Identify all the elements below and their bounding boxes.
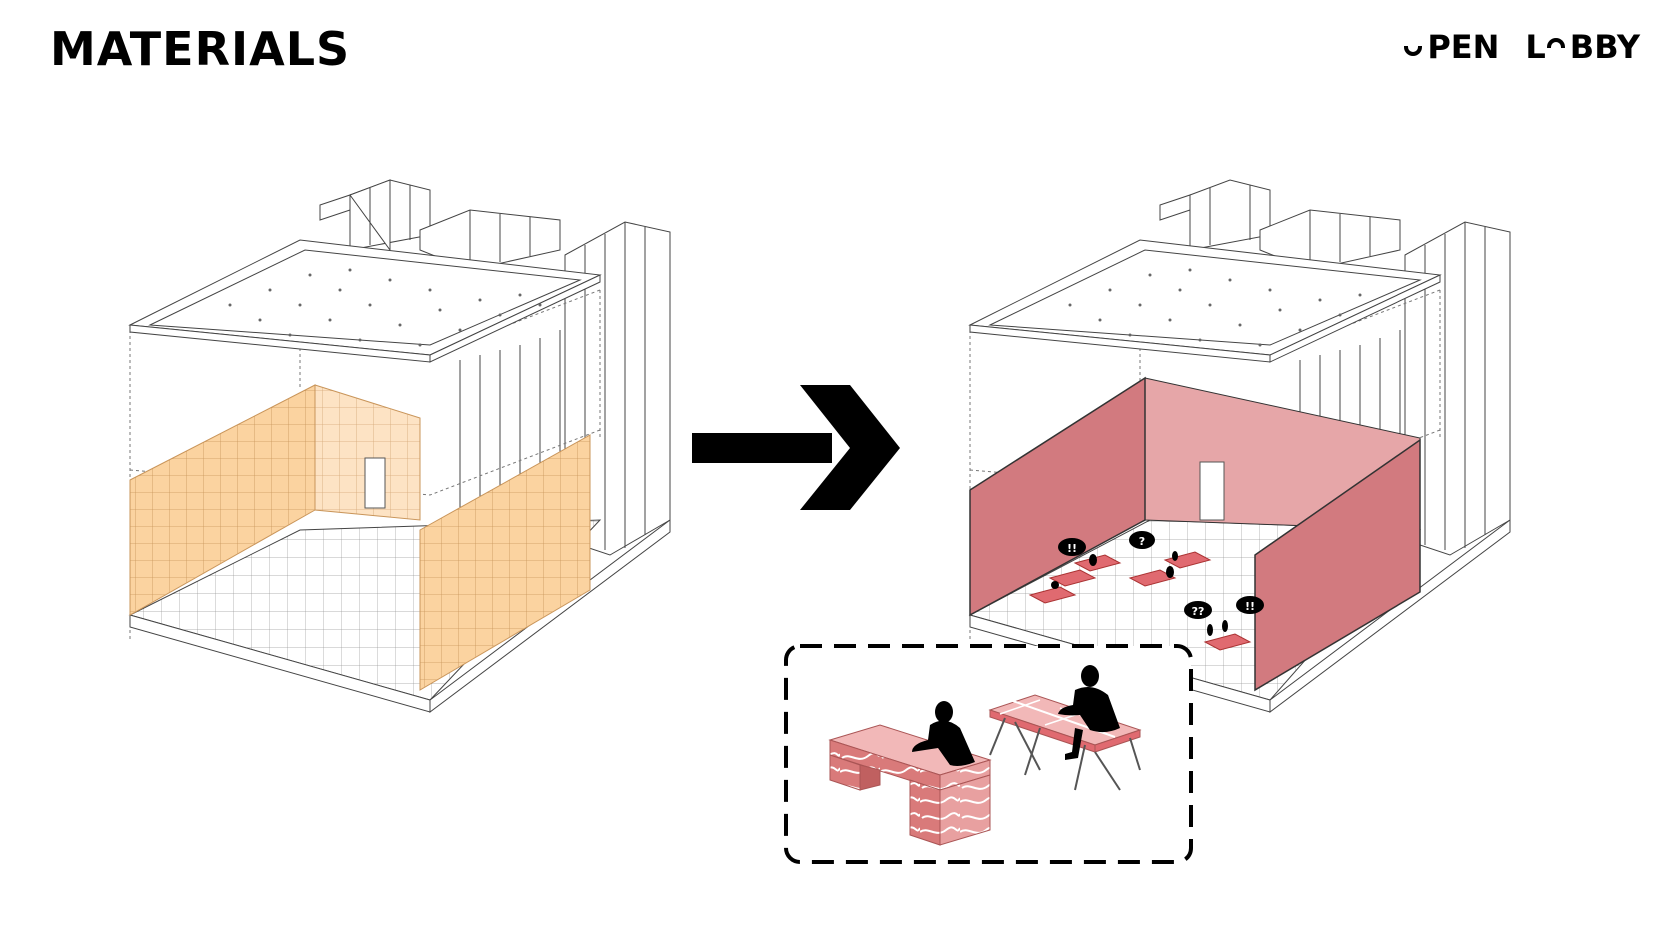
inset-detail [784, 644, 1193, 864]
logo-o-cup-icon [1403, 32, 1425, 62]
logo-word-lobby-text: BBY [1569, 28, 1640, 66]
roof-boxes-left [319, 179, 671, 556]
logo-word-lobby: L BBY [1525, 28, 1640, 66]
tile-wall-left [129, 384, 316, 616]
pingpong-table-legs [989, 717, 1141, 791]
door-left [364, 457, 386, 509]
logo-word-lobby-first: L [1525, 28, 1546, 66]
building-before [128, 179, 671, 713]
svg-text:!!: !! [1245, 600, 1255, 613]
roof-boxes-right [1159, 179, 1511, 556]
logo-word-open: PEN [1403, 28, 1499, 66]
red-wall-right [1254, 438, 1421, 692]
person-silhouette-1 [912, 701, 975, 766]
open-lobby-logo: PEN L BBY [1403, 28, 1640, 66]
speech-bubble-exclaim-1: !! [1058, 538, 1086, 556]
speech-bubble-question: ? [1129, 531, 1155, 549]
svg-text:??: ?? [1192, 605, 1205, 618]
people-silhouettes [1051, 551, 1228, 636]
ceiling-dots-left [228, 268, 542, 347]
speech-bubble-exclaim-2: !! [1236, 596, 1264, 614]
ceiling-dots-right [1068, 268, 1362, 347]
red-wall-left [969, 376, 1146, 617]
logo-o-arch-icon [1546, 32, 1568, 62]
svg-text:!!: !! [1067, 542, 1077, 555]
building-after [968, 179, 1511, 713]
door-right [1199, 461, 1225, 521]
person-silhouette-2 [1058, 665, 1120, 760]
page-title: MATERIALS [50, 22, 351, 76]
speech-bubble-double-question: ?? [1184, 601, 1212, 619]
svg-text:?: ? [1139, 535, 1145, 548]
arrow-right-icon [692, 385, 900, 510]
logo-word-open-text: PEN [1427, 28, 1500, 66]
tile-wall-right [419, 434, 591, 691]
